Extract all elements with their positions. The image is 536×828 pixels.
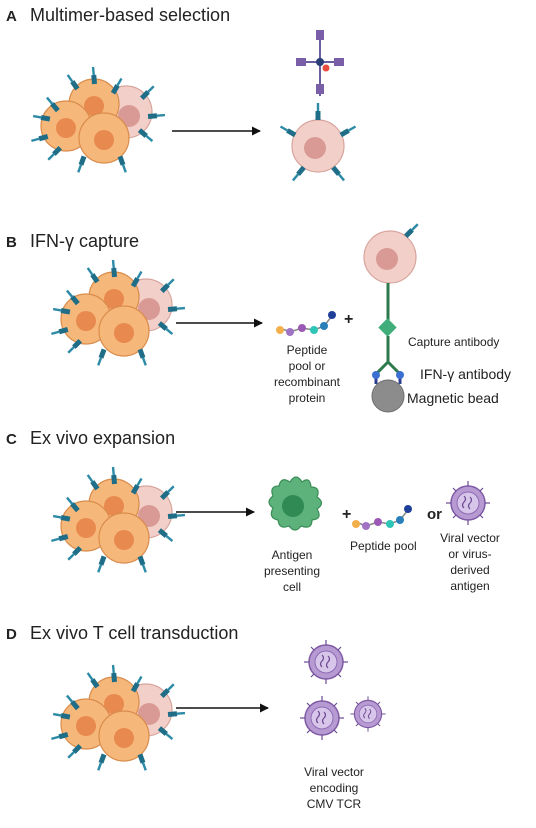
section-c-letter: C — [6, 431, 17, 448]
ifn-antibody-label: IFN-γ antibody — [420, 366, 512, 382]
apc-label: Antigen presenting cell — [263, 548, 321, 594]
t-cell-selected — [279, 103, 357, 183]
section-d-letter: D — [6, 626, 17, 643]
plus-sign-c: + — [342, 506, 352, 523]
section-d-title: Ex vivo T cell transduction — [30, 623, 239, 643]
or-label: or — [427, 506, 442, 523]
section-b-letter: B — [6, 234, 17, 251]
plus-sign-b: + — [344, 311, 354, 328]
ifn-antibody-icon — [372, 371, 404, 384]
t-cell-cluster-a — [31, 67, 165, 173]
magnetic-bead-label: Magnetic bead — [407, 390, 499, 406]
peptide-pool-label: Peptide pool — [350, 539, 417, 553]
t-cell-cluster-b — [51, 260, 185, 366]
capture-antibody-label: Capture antibody — [408, 335, 500, 349]
viral-vector-icon-d2 — [299, 695, 345, 741]
section-a-letter: A — [6, 8, 17, 25]
peptide-icon-b — [275, 310, 337, 337]
viral-vector-icon-c — [445, 480, 491, 526]
viral-vector-icon-d1 — [303, 639, 349, 685]
magnetic-bead-icon — [371, 379, 405, 413]
peptide-pool-or-protein-label: Peptide pool or recombinant protein — [273, 343, 341, 405]
t-cell-cluster-c — [51, 467, 185, 573]
section-a-title: Multimer-based selection — [30, 5, 231, 25]
t-cell-cluster-d — [51, 665, 185, 771]
multimer-icon — [296, 30, 344, 96]
viral-vector-icon-d3 — [349, 695, 387, 733]
capture-t-cell — [363, 222, 420, 284]
capture-antibody-icon — [374, 283, 402, 376]
viral-vector-tcr-label: Viral vector encoding CMV TCR — [304, 765, 364, 811]
antigen-presenting-cell-icon — [268, 476, 323, 531]
section-b-title: IFN-γ capture — [30, 231, 140, 251]
peptide-icon-c — [351, 504, 413, 531]
viral-vector-antigen-label: Viral vector or virus- derived antigen — [440, 531, 500, 593]
section-c-title: Ex vivo expansion — [30, 428, 176, 448]
